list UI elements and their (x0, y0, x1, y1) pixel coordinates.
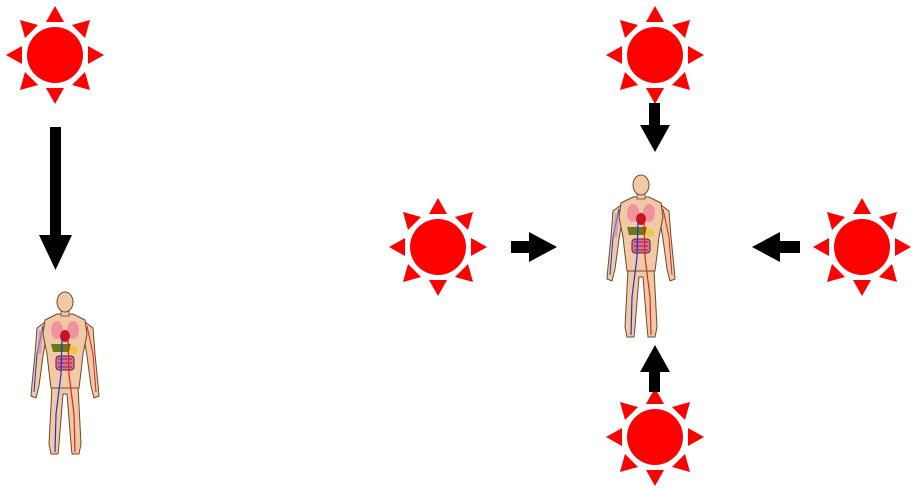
arrow-icon (640, 345, 670, 392)
sun-icon (389, 198, 487, 296)
human-body-icon (607, 175, 675, 337)
arrow-icon (752, 232, 800, 262)
sun-icon (606, 6, 704, 104)
sun-icon (6, 6, 104, 104)
arrow-icon (511, 232, 557, 262)
human-body-icon (31, 292, 99, 454)
sun-icon (606, 388, 704, 486)
arrow-icon (39, 127, 72, 270)
right-panel (389, 6, 911, 486)
left-panel (6, 6, 104, 454)
sun-icon (813, 198, 911, 296)
arrow-icon (640, 103, 670, 152)
